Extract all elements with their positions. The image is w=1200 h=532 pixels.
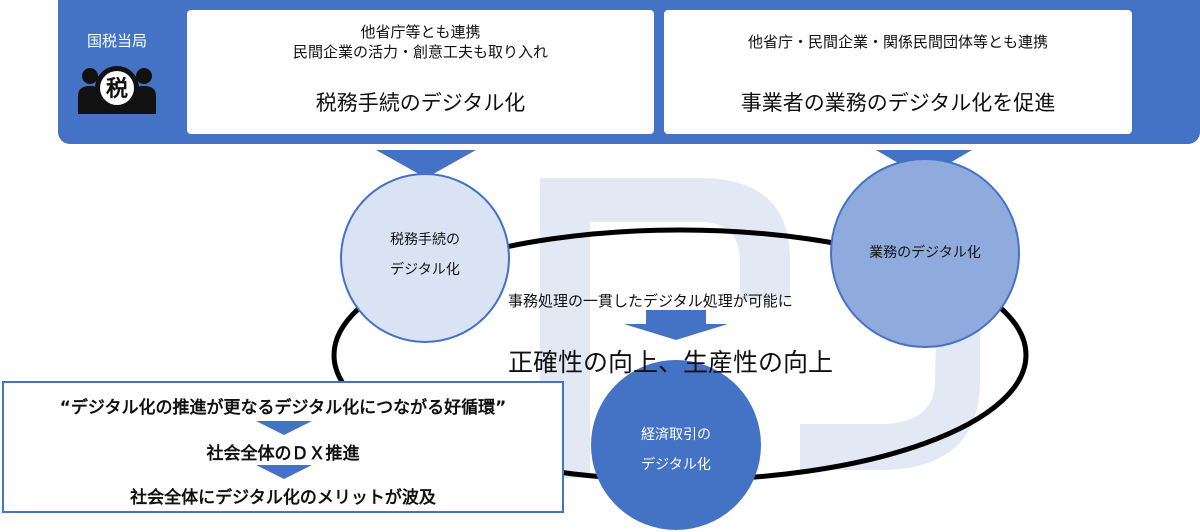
center-down-arrow-icon xyxy=(624,310,728,340)
process-text: 事務処理の一貫したデジタル処理が可能に xyxy=(508,292,793,310)
arrow-down-left-icon xyxy=(376,150,476,178)
down-arrow-1-icon xyxy=(256,421,312,435)
panel-right-sub: 他省庁・民間企業・関係民間団体等とも連携 xyxy=(747,33,1048,51)
panel-left-main: 税務手続のデジタル化 xyxy=(315,91,526,115)
tax-icon-text: 税 xyxy=(106,76,128,102)
panel-right-main: 事業者の業務のデジタル化を促進 xyxy=(740,91,1056,115)
circle-transactions-line2: デジタル化 xyxy=(641,457,711,473)
cycle-step-dx: 社会全体のＤＸ推進 xyxy=(206,444,360,464)
virtuous-cycle-box: “デジタル化の推進が更なるデジタル化につながる好循環” 社会全体のＤＸ推進 社会… xyxy=(2,381,564,513)
circle-tax-line1: 税務手続の xyxy=(390,232,460,248)
circle-tax-procedures xyxy=(340,173,510,343)
panel-left-sub-line1: 他省庁等とも連携 xyxy=(360,23,481,41)
circle-business-label: 業務のデジタル化 xyxy=(869,245,981,261)
tax-procedures-panel: 他省庁等とも連携 民間企業の活力・創意工夫も取り入れ 税務手続のデジタル化 xyxy=(187,10,654,134)
panel-left-sub-line2: 民間企業の活力・創意工夫も取り入れ xyxy=(292,43,548,61)
business-promotion-panel: 他省庁・民間企業・関係民間団体等とも連携 事業者の業務のデジタル化を促進 xyxy=(664,10,1132,134)
tax-office-people-icon: 税 xyxy=(78,66,156,114)
tax-authority-label: 国税当局 xyxy=(86,32,147,50)
circle-transactions-line1: 経済取引の xyxy=(641,427,711,443)
circle-tax-line2: デジタル化 xyxy=(390,262,460,278)
down-arrow-2-icon xyxy=(256,465,312,479)
circle-business xyxy=(830,158,1020,348)
circle-tax-procedures-label: 税務手続の デジタル化 xyxy=(360,225,490,285)
circle-transactions-label: 経済取引の デジタル化 xyxy=(611,420,741,480)
improvement-text: 正確性の向上、生産性の向上 xyxy=(508,348,834,377)
cycle-step-benefit: 社会全体にデジタル化のメリットが波及 xyxy=(130,488,436,508)
cycle-title: “デジタル化の推進が更なるデジタル化につながる好循環” xyxy=(59,398,507,418)
circle-transactions xyxy=(591,360,761,530)
